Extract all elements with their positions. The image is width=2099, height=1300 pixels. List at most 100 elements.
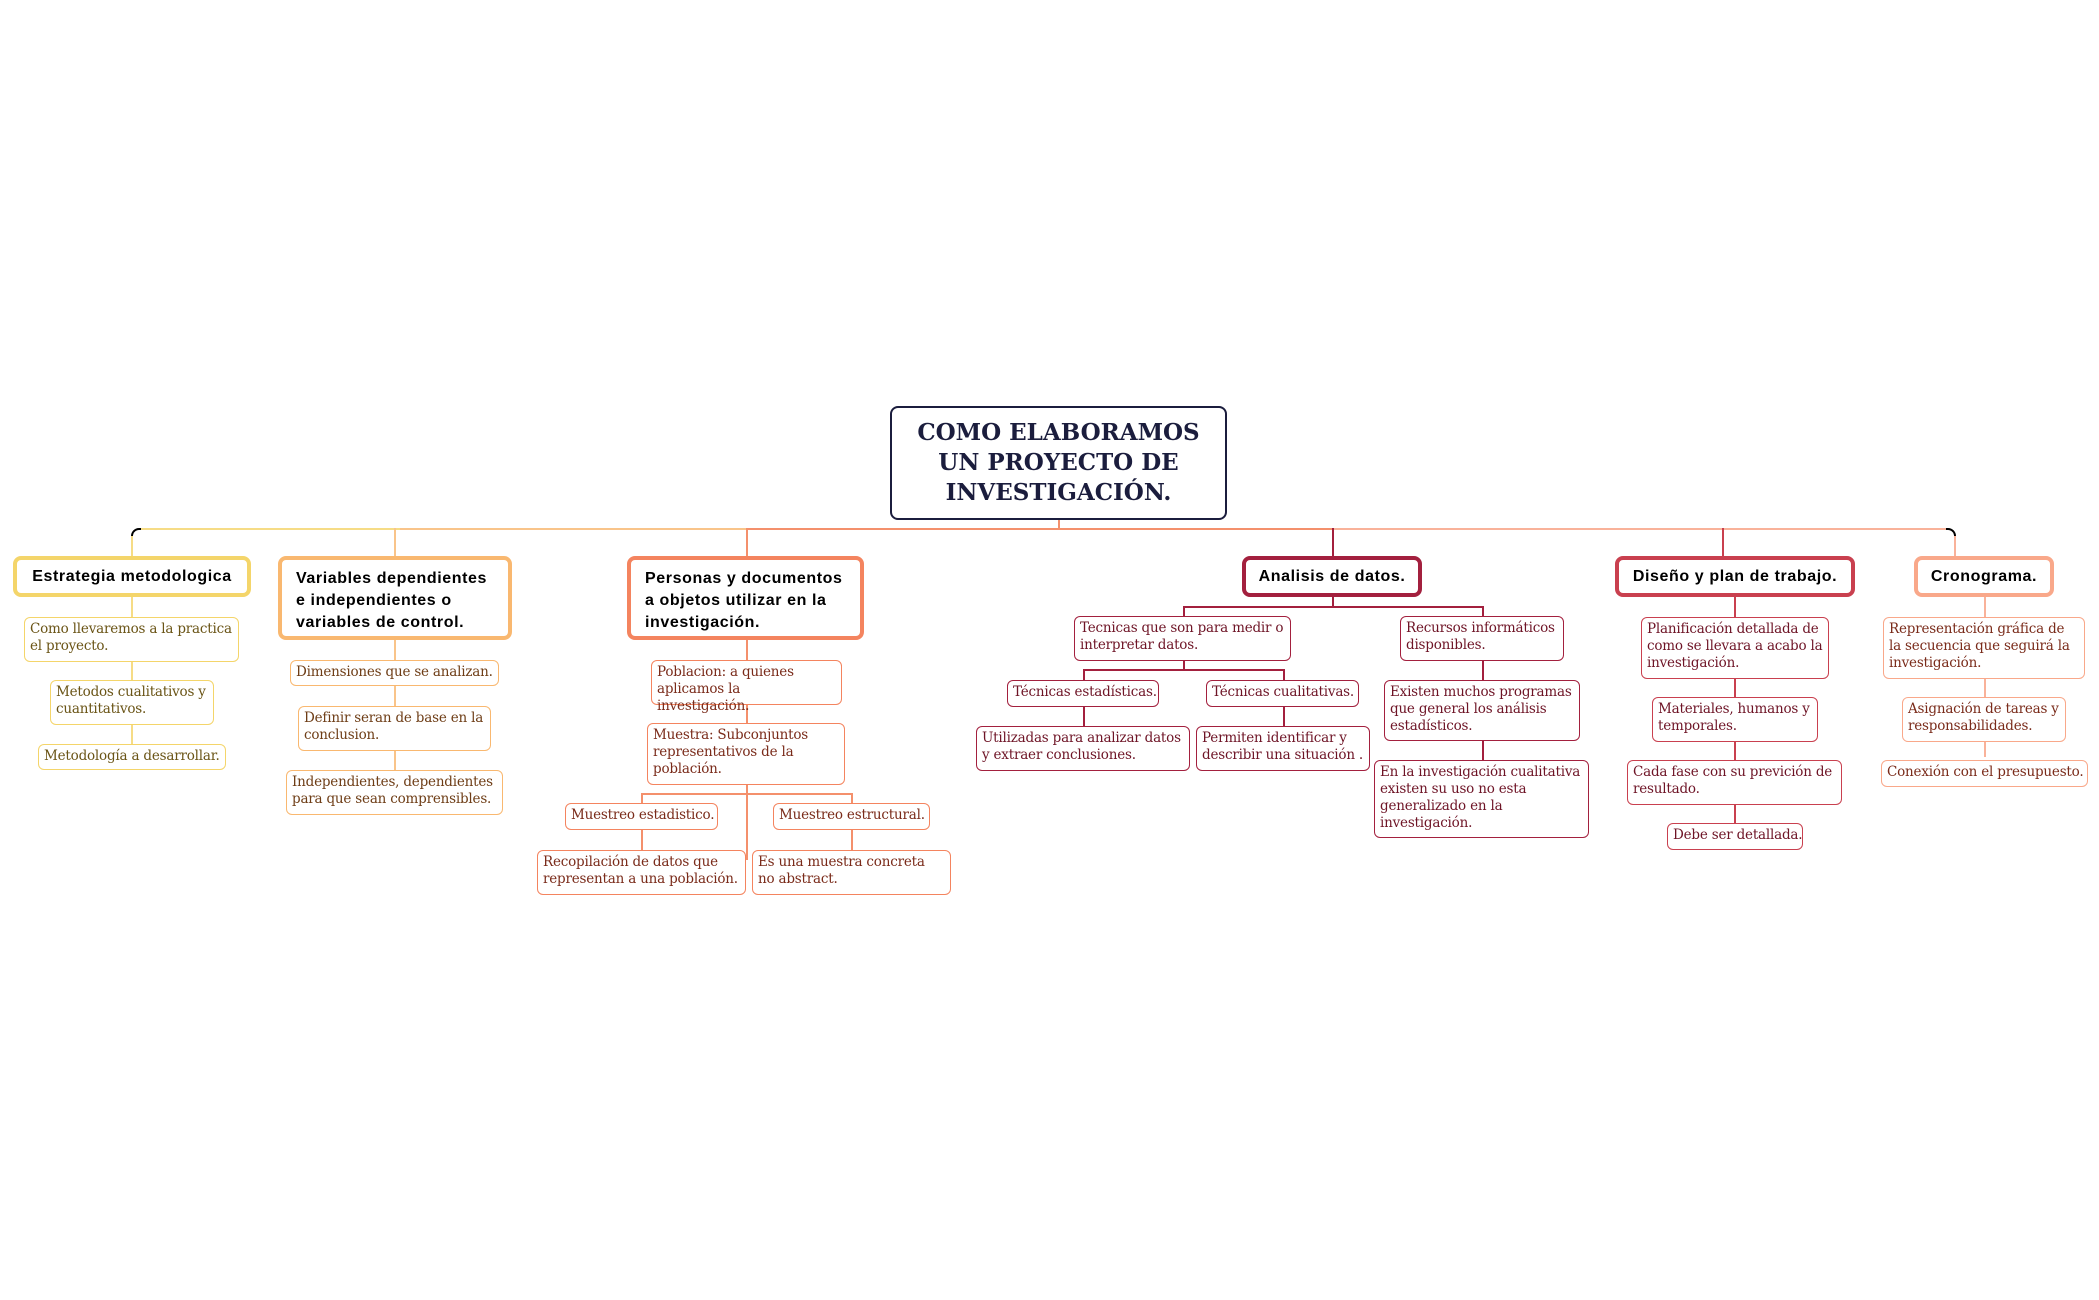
subtopic-label: Muestra: Subconjuntos representativos de… xyxy=(653,727,809,777)
subtopic-label: Poblacion: a quienes aplicamos la invest… xyxy=(657,664,794,714)
subtopic-label: Recopilación de datos que representan a … xyxy=(543,854,738,887)
connector xyxy=(394,750,396,772)
connector xyxy=(1332,528,1334,556)
subtopic[interactable]: Cada fase con su previción de resultado. xyxy=(1627,760,1842,805)
connector xyxy=(131,528,141,538)
connector xyxy=(1946,528,1956,538)
connector xyxy=(1722,528,1724,556)
subtopic-label: En la investigación cualitativa existen … xyxy=(1380,764,1581,831)
connector xyxy=(1183,660,1185,670)
connector xyxy=(1283,706,1285,726)
connector xyxy=(1183,606,1482,608)
subtopic-label: Debe ser detallada. xyxy=(1673,827,1803,843)
subtopic[interactable]: Permiten identificar y describir una sit… xyxy=(1196,726,1370,771)
subtopic-label: Muestreo estadistico. xyxy=(571,807,715,823)
subtopic-label: Es una muestra concreta no abstract. xyxy=(758,854,925,887)
connector xyxy=(131,536,133,556)
subtopic[interactable]: Tecnicas que son para medir o interpreta… xyxy=(1074,616,1291,661)
subtopic-label: Materiales, humanos y temporales. xyxy=(1658,701,1810,734)
subtopic-label: Técnicas cualitativas. xyxy=(1212,684,1354,700)
subtopic[interactable]: Recopilación de datos que representan a … xyxy=(537,850,746,895)
connector xyxy=(1954,536,1956,556)
subtopic[interactable]: Es una muestra concreta no abstract. xyxy=(752,850,951,895)
subtopic-label: Asignación de tareas y responsabilidades… xyxy=(1908,701,2059,734)
subtopic[interactable]: Independientes, dependientes para que se… xyxy=(286,770,503,815)
connector xyxy=(746,528,1332,530)
connector xyxy=(851,793,853,806)
subtopic-label: Dimensiones que se analizan. xyxy=(296,664,493,680)
subtopic[interactable]: Muestreo estadistico. xyxy=(565,803,718,830)
subtopic[interactable]: Metodología a desarrollar. xyxy=(38,744,226,770)
subtopic[interactable]: Definir seran de base en la conclusion. xyxy=(298,706,491,751)
root-topic[interactable]: COMO ELABORAMOS UN PROYECTO DE INVESTIGA… xyxy=(890,406,1227,520)
subtopic-label: Metodos cualitativos y cuantitativos. xyxy=(56,684,206,717)
subtopic[interactable]: Materiales, humanos y temporales. xyxy=(1652,697,1818,742)
connector xyxy=(394,528,396,556)
subtopic-label: Planificación detallada de como se lleva… xyxy=(1647,621,1823,671)
connector xyxy=(1083,669,1283,671)
connector xyxy=(746,528,748,556)
connector xyxy=(641,830,643,850)
connector xyxy=(641,793,643,806)
connector xyxy=(1482,740,1484,762)
root-title-line: INVESTIGACIÓN. xyxy=(945,479,1172,506)
topic-label: Analisis de datos. xyxy=(1258,567,1406,585)
subtopic[interactable]: Técnicas cualitativas. xyxy=(1206,680,1359,707)
subtopic-label: Conexión con el presupuesto. xyxy=(1887,764,2084,780)
connector xyxy=(394,640,396,760)
root-title-line: COMO ELABORAMOS xyxy=(917,419,1200,446)
subtopic[interactable]: Como llevaremos a la practica el proyect… xyxy=(24,617,239,662)
topic-estrategia-metodologica[interactable]: Estrategia metodologica xyxy=(13,556,251,597)
subtopic-label: Recursos informáticos disponibles. xyxy=(1406,620,1555,653)
connector xyxy=(641,793,851,795)
subtopic[interactable]: Muestra: Subconjuntos representativos de… xyxy=(647,723,845,785)
connector xyxy=(131,722,133,744)
subtopic-label: Definir seran de base en la conclusion. xyxy=(304,710,484,743)
subtopic[interactable]: Conexión con el presupuesto. xyxy=(1881,760,2088,787)
subtopic-label: Utilizadas para analizar datos y extraer… xyxy=(982,730,1181,763)
topic-analisis-datos[interactable]: Analisis de datos. xyxy=(1242,556,1422,597)
subtopic[interactable]: En la investigación cualitativa existen … xyxy=(1374,760,1589,838)
topic-label: Estrategia metodologica xyxy=(32,567,232,585)
subtopic-label: Muestreo estructural. xyxy=(779,807,925,823)
connector xyxy=(1083,669,1085,681)
connector xyxy=(1332,597,1334,607)
subtopic[interactable]: Dimensiones que se analizan. xyxy=(290,660,499,686)
connector xyxy=(1083,706,1085,726)
subtopic[interactable]: Utilizadas para analizar datos y extraer… xyxy=(976,726,1190,771)
connector xyxy=(140,528,400,530)
connector xyxy=(1183,606,1185,616)
topic-diseno-plan[interactable]: Diseño y plan de trabajo. xyxy=(1615,556,1855,597)
subtopic-label: Independientes, dependientes para que se… xyxy=(292,774,493,807)
topic-label: Diseño y plan de trabajo. xyxy=(1632,567,1838,585)
subtopic[interactable]: Recursos informáticos disponibles. xyxy=(1400,616,1564,661)
subtopic[interactable]: Asignación de tareas y responsabilidades… xyxy=(1902,697,2066,742)
topic-label: Cronograma. xyxy=(1930,567,2038,585)
connector xyxy=(400,528,746,530)
connector xyxy=(1482,606,1484,616)
subtopic-label: Permiten identificar y describir una sit… xyxy=(1202,730,1364,763)
subtopic-label: Como llevaremos a la practica el proyect… xyxy=(30,621,232,654)
subtopic[interactable]: Técnicas estadísticas. xyxy=(1007,680,1159,707)
connector xyxy=(1332,528,1948,530)
subtopic[interactable]: Existen muchos programas que general los… xyxy=(1384,680,1580,741)
subtopic[interactable]: Representación gráfica de la secuencia q… xyxy=(1883,617,2085,679)
subtopic[interactable]: Poblacion: a quienes aplicamos la invest… xyxy=(651,660,842,714)
subtopic[interactable]: Metodos cualitativos y cuantitativos. xyxy=(50,680,214,725)
connector xyxy=(1058,520,1060,529)
topic-cronograma[interactable]: Cronograma. xyxy=(1914,556,2054,597)
subtopic[interactable]: Muestreo estructural. xyxy=(773,803,930,830)
topic-label: Variables dependientes e independientes … xyxy=(296,570,488,631)
topic-variables[interactable]: Variables dependientes e independientes … xyxy=(278,556,512,640)
subtopic-label: Tecnicas que son para medir o interpreta… xyxy=(1080,620,1284,653)
connector xyxy=(851,830,853,850)
subtopic-label: Cada fase con su previción de resultado. xyxy=(1633,764,1833,797)
subtopic-label: Metodología a desarrollar. xyxy=(44,748,220,764)
connector xyxy=(1283,669,1285,681)
subtopic[interactable]: Planificación detallada de como se lleva… xyxy=(1641,617,1829,679)
subtopic[interactable]: Debe ser detallada. xyxy=(1667,823,1803,850)
topic-personas-documentos[interactable]: Personas y documentos a objetos utilizar… xyxy=(627,556,864,640)
subtopic-label: Técnicas estadísticas. xyxy=(1013,684,1157,700)
subtopic-label: Existen muchos programas que general los… xyxy=(1390,684,1572,734)
topic-label: Personas y documentos a objetos utilizar… xyxy=(645,570,843,631)
